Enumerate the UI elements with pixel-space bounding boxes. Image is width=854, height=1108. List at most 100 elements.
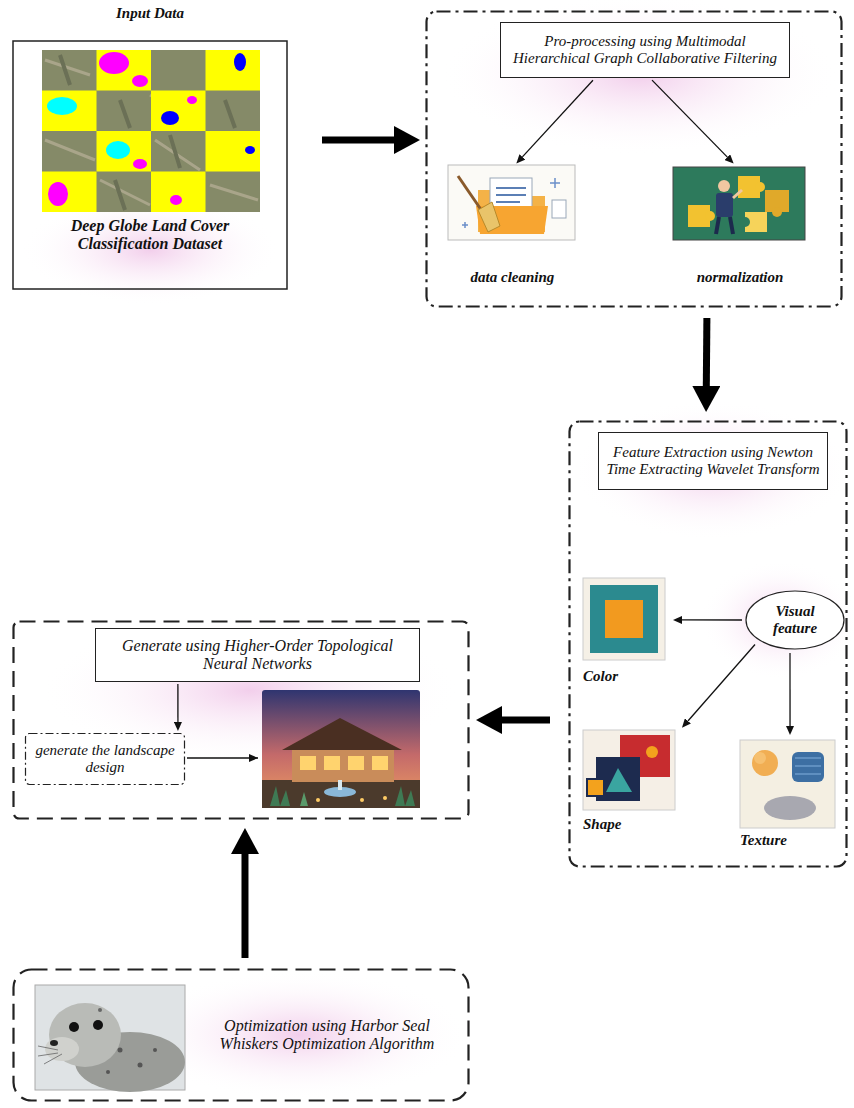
caption-text: Color [583, 668, 670, 685]
shape-icon [606, 768, 632, 792]
harbor-seal-image [93, 1020, 103, 1030]
icon-item: normalization [665, 165, 815, 295]
harbor-seal-image [106, 1070, 110, 1074]
link-arrow [688, 644, 755, 721]
land-cover-mosaic [234, 53, 246, 71]
harbor-seal-image [98, 1008, 102, 1012]
harbor-seal-image [153, 1048, 157, 1052]
label-text: generate the landscape design [31, 742, 179, 777]
harbor-seal-image [138, 1063, 143, 1068]
box-outline [96, 629, 420, 682]
landscape-design-image [300, 792, 308, 806]
box-outline [13, 41, 287, 289]
caption-text: Texture [740, 832, 840, 849]
landscape-design-image [262, 780, 420, 808]
box-outline [14, 970, 469, 1101]
link-arrow [652, 80, 727, 157]
harbor-seal-image [45, 1037, 79, 1061]
shape-icon [587, 779, 604, 796]
landscape-design-image [270, 786, 290, 806]
icon-item: data cleaning [440, 165, 585, 295]
landscape-design-image [324, 756, 340, 770]
icon-item: Color [583, 578, 670, 692]
shape-icon [583, 730, 675, 810]
data-cleaning-icon [448, 165, 575, 240]
process-box: Pro-processing using Multimodal Hierarch… [500, 22, 790, 78]
flow-arrow [322, 136, 394, 143]
stage-group: Generate using Higher-Order Topological … [12, 620, 470, 820]
landscape-design-image [348, 756, 364, 770]
texture-icon [740, 740, 835, 828]
landscape-design-image [383, 796, 387, 800]
land-cover-mosaic [151, 91, 206, 132]
land-cover-mosaic [48, 182, 68, 206]
land-cover-mosaic [187, 96, 197, 104]
icon-item: Texture [735, 738, 840, 858]
data-cleaning-icon [448, 165, 575, 240]
land-cover-mosaic [42, 50, 260, 212]
normalization-icon [673, 167, 805, 240]
link-arrow [522, 80, 593, 157]
background-glow [20, 0, 854, 1100]
land-cover-mosaic [245, 146, 255, 154]
data-cleaning-icon [552, 200, 566, 218]
land-cover-mosaic [161, 111, 179, 125]
land-cover-mosaic [97, 50, 152, 91]
caption-text: data cleaning [440, 269, 585, 286]
land-cover-mosaic [132, 75, 148, 87]
caption-text: Deep Globe Land Cover Classification Dat… [60, 217, 240, 254]
landscape-design-image [292, 750, 394, 782]
box-outline [501, 23, 790, 78]
landscape-design-image [395, 786, 415, 806]
color-icon [605, 600, 643, 638]
label-text: Pro-processing using Multimodal Hierarch… [506, 33, 784, 68]
landscape-design-image [316, 798, 320, 802]
landscape-design-image [262, 690, 420, 808]
link-arrow [177, 684, 178, 722]
label-text: Optimization using Harbor Seal Whiskers … [202, 1017, 452, 1054]
color-icon [583, 578, 665, 660]
flow-arrow [502, 716, 550, 723]
color-icon [583, 578, 665, 660]
label-text: Feature Extraction using Newton Time Ext… [604, 444, 822, 479]
harbor-seal-image [35, 985, 185, 1092]
land-cover-mosaic [206, 50, 261, 91]
harbor-seal-image [38, 1046, 62, 1064]
flow-arrow [703, 318, 711, 386]
normalization-icon [716, 193, 733, 217]
harbor-seal-image [69, 1022, 79, 1032]
data-cleaning-icon [496, 188, 526, 209]
shape-icon [646, 746, 658, 758]
landscape-design-image [187, 757, 258, 758]
normalization-icon [673, 167, 805, 240]
landscape-design-image [372, 756, 388, 770]
land-cover-mosaic [106, 141, 130, 159]
harbor-seal-image [50, 1040, 58, 1046]
texture-icon [764, 796, 816, 820]
background-glow [440, 0, 840, 155]
link-arrow [682, 619, 742, 620]
data-cleaning-icon [478, 202, 500, 232]
caption-text: normalization [665, 269, 815, 286]
box-outline [599, 433, 828, 490]
data-cleaning-icon [462, 178, 560, 228]
caption-text: Input Data [12, 5, 288, 22]
process-box: Feature Extraction using Newton Time Ext… [598, 432, 828, 490]
land-cover-mosaic [42, 172, 97, 213]
texture-icon [740, 740, 835, 828]
land-cover-mosaic [133, 159, 147, 169]
land-cover-mosaic [47, 97, 77, 115]
normalization-icon [733, 190, 742, 198]
dataset-box: Input DataDeep Globe Land Cover Classifi… [12, 5, 288, 290]
landscape-design-image [360, 798, 364, 802]
icon-item: Shape [583, 730, 680, 842]
ellipse-outline [746, 591, 844, 649]
landscape-design-image [282, 718, 402, 750]
land-cover-mosaic [99, 52, 129, 74]
land-cover-mosaic [42, 50, 260, 212]
caption-text: Shape [583, 816, 680, 833]
feature-ellipse: Visual feature [745, 590, 845, 650]
normalization-icon [772, 207, 782, 217]
texture-icon [752, 750, 778, 776]
